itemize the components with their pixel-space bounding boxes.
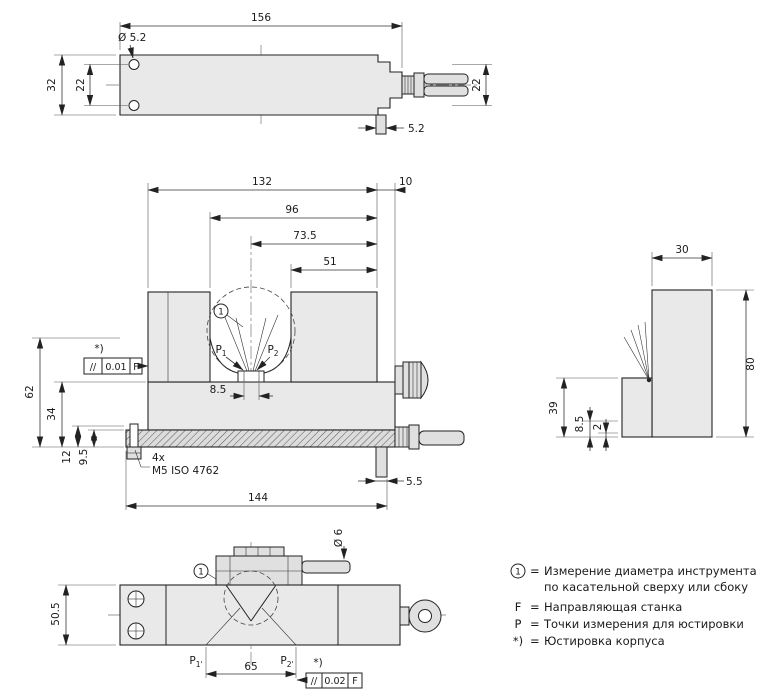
bottom-view: Ø 6 1 50.5 P1' P2' 65 *) — [50, 529, 446, 689]
note-1-balloon — [213, 303, 229, 319]
tol-datum: F — [352, 676, 357, 687]
note-1-number: 1 — [218, 308, 224, 318]
adjust-star: *) — [94, 343, 103, 355]
connector-nut — [413, 72, 425, 98]
screw-note-line2: M5 ISO 4762 — [152, 465, 219, 477]
mounting-tab — [375, 114, 387, 135]
dim-22-holes: 22 — [75, 78, 87, 91]
legend-symbol-star: *) — [513, 634, 523, 648]
tol-symbol: // — [90, 362, 97, 373]
mounting-plate-section — [125, 429, 396, 448]
tolerance-frame-front: // 0.01 F — [83, 357, 149, 375]
cable — [301, 560, 351, 574]
legend-text-1a: Измерение диаметра инструмента — [544, 564, 757, 578]
legend-text-star: Юстировка корпуса — [544, 634, 665, 648]
bottom-tab — [375, 446, 388, 478]
legend-symbol-f: F — [515, 600, 522, 614]
bottom-body — [119, 584, 401, 646]
connector-pin — [418, 609, 432, 623]
dim-96: 96 — [285, 204, 299, 216]
side-lower-block — [621, 377, 653, 438]
dim-73-5: 73.5 — [293, 230, 316, 242]
dim-50-5: 50.5 — [50, 602, 62, 625]
mounting-hole — [128, 100, 140, 111]
cable — [423, 73, 469, 85]
p1-prime-label: P1' — [189, 655, 202, 669]
dim-12: 12 — [61, 450, 73, 463]
note-1-balloon — [193, 563, 209, 579]
dim-8-5-side: 8.5 — [574, 416, 586, 433]
cable — [423, 85, 469, 97]
legend-eq: = — [530, 634, 540, 648]
base-block — [147, 381, 396, 431]
dim-5-5: 5.5 — [406, 476, 423, 488]
sensor-housing — [215, 555, 303, 586]
dim-10: 10 — [399, 176, 412, 188]
dim-8-5: 8.5 — [210, 384, 227, 396]
screw-note-line1: 4x — [152, 452, 165, 464]
adjust-star: *) — [313, 657, 322, 669]
tool-circle-dashed — [206, 286, 296, 376]
dim-34: 34 — [46, 407, 58, 421]
legend-balloon-1 — [510, 563, 526, 579]
dim-9-5: 9.5 — [78, 449, 90, 466]
side-view: 30 80 39 8.5 2 — [548, 244, 757, 451]
dim-62: 62 — [24, 385, 36, 398]
right-jaw — [290, 291, 378, 383]
legend-symbol-1: 1 — [515, 568, 521, 578]
screw-shaft — [129, 423, 139, 448]
side-main-block — [651, 289, 713, 438]
legend-text-1b: по касательной сверху или сбоку — [544, 580, 748, 594]
legend-eq: = — [530, 600, 540, 614]
dim-22-right: 22 — [471, 78, 483, 91]
round-connector — [394, 360, 429, 400]
legend-text-p: Точки измерения для юстировки — [543, 617, 744, 631]
tol-datum: F — [133, 362, 138, 373]
legend-text-f: Направляющая станка — [544, 600, 682, 614]
top-view: 156 Ø 5.2 32 22 22 5.2 — [46, 12, 492, 135]
dim-65: 65 — [244, 661, 257, 673]
tol-value: 0.01 — [105, 362, 126, 373]
dim-132: 132 — [252, 176, 272, 188]
legend-symbol-p: P — [515, 617, 522, 631]
legend-eq: = — [530, 564, 540, 578]
tolerance-frame-bottom: // 0.02 F — [296, 672, 363, 689]
dim-2: 2 — [592, 424, 604, 431]
legend-eq: = — [530, 617, 540, 631]
left-jaw — [147, 291, 211, 383]
tol-symbol: // — [311, 676, 318, 687]
dim-80: 80 — [745, 357, 757, 370]
tol-value: 0.02 — [324, 676, 345, 687]
front-view: 1 P1 P2 *) // 0.01 F 132 10 96 73.5 — [24, 176, 465, 510]
tool-circle-dashed — [223, 570, 279, 626]
cable-connector — [394, 424, 465, 450]
p2-prime-label: P2' — [280, 655, 293, 669]
measuring-insert — [237, 370, 265, 383]
dim-32: 32 — [46, 78, 58, 91]
mounting-hole — [128, 59, 140, 70]
dim-39: 39 — [548, 401, 560, 414]
dim-30: 30 — [675, 244, 688, 256]
note-1-number: 1 — [198, 568, 204, 578]
dim-156: 156 — [251, 12, 271, 24]
p2-label: P2 — [267, 344, 278, 358]
dim-hole-dia: Ø 5.2 — [118, 32, 146, 44]
legend: 1 = Измерение диаметра инструмента по ка… — [510, 563, 757, 648]
dim-5-2: 5.2 — [408, 123, 425, 135]
sensor-cap — [233, 546, 285, 557]
dim-cable-dia: Ø 6 — [333, 529, 345, 548]
connector-neck — [399, 606, 410, 626]
dim-51: 51 — [323, 256, 336, 268]
p1-label: P1 — [215, 344, 226, 358]
dim-144: 144 — [248, 492, 268, 504]
